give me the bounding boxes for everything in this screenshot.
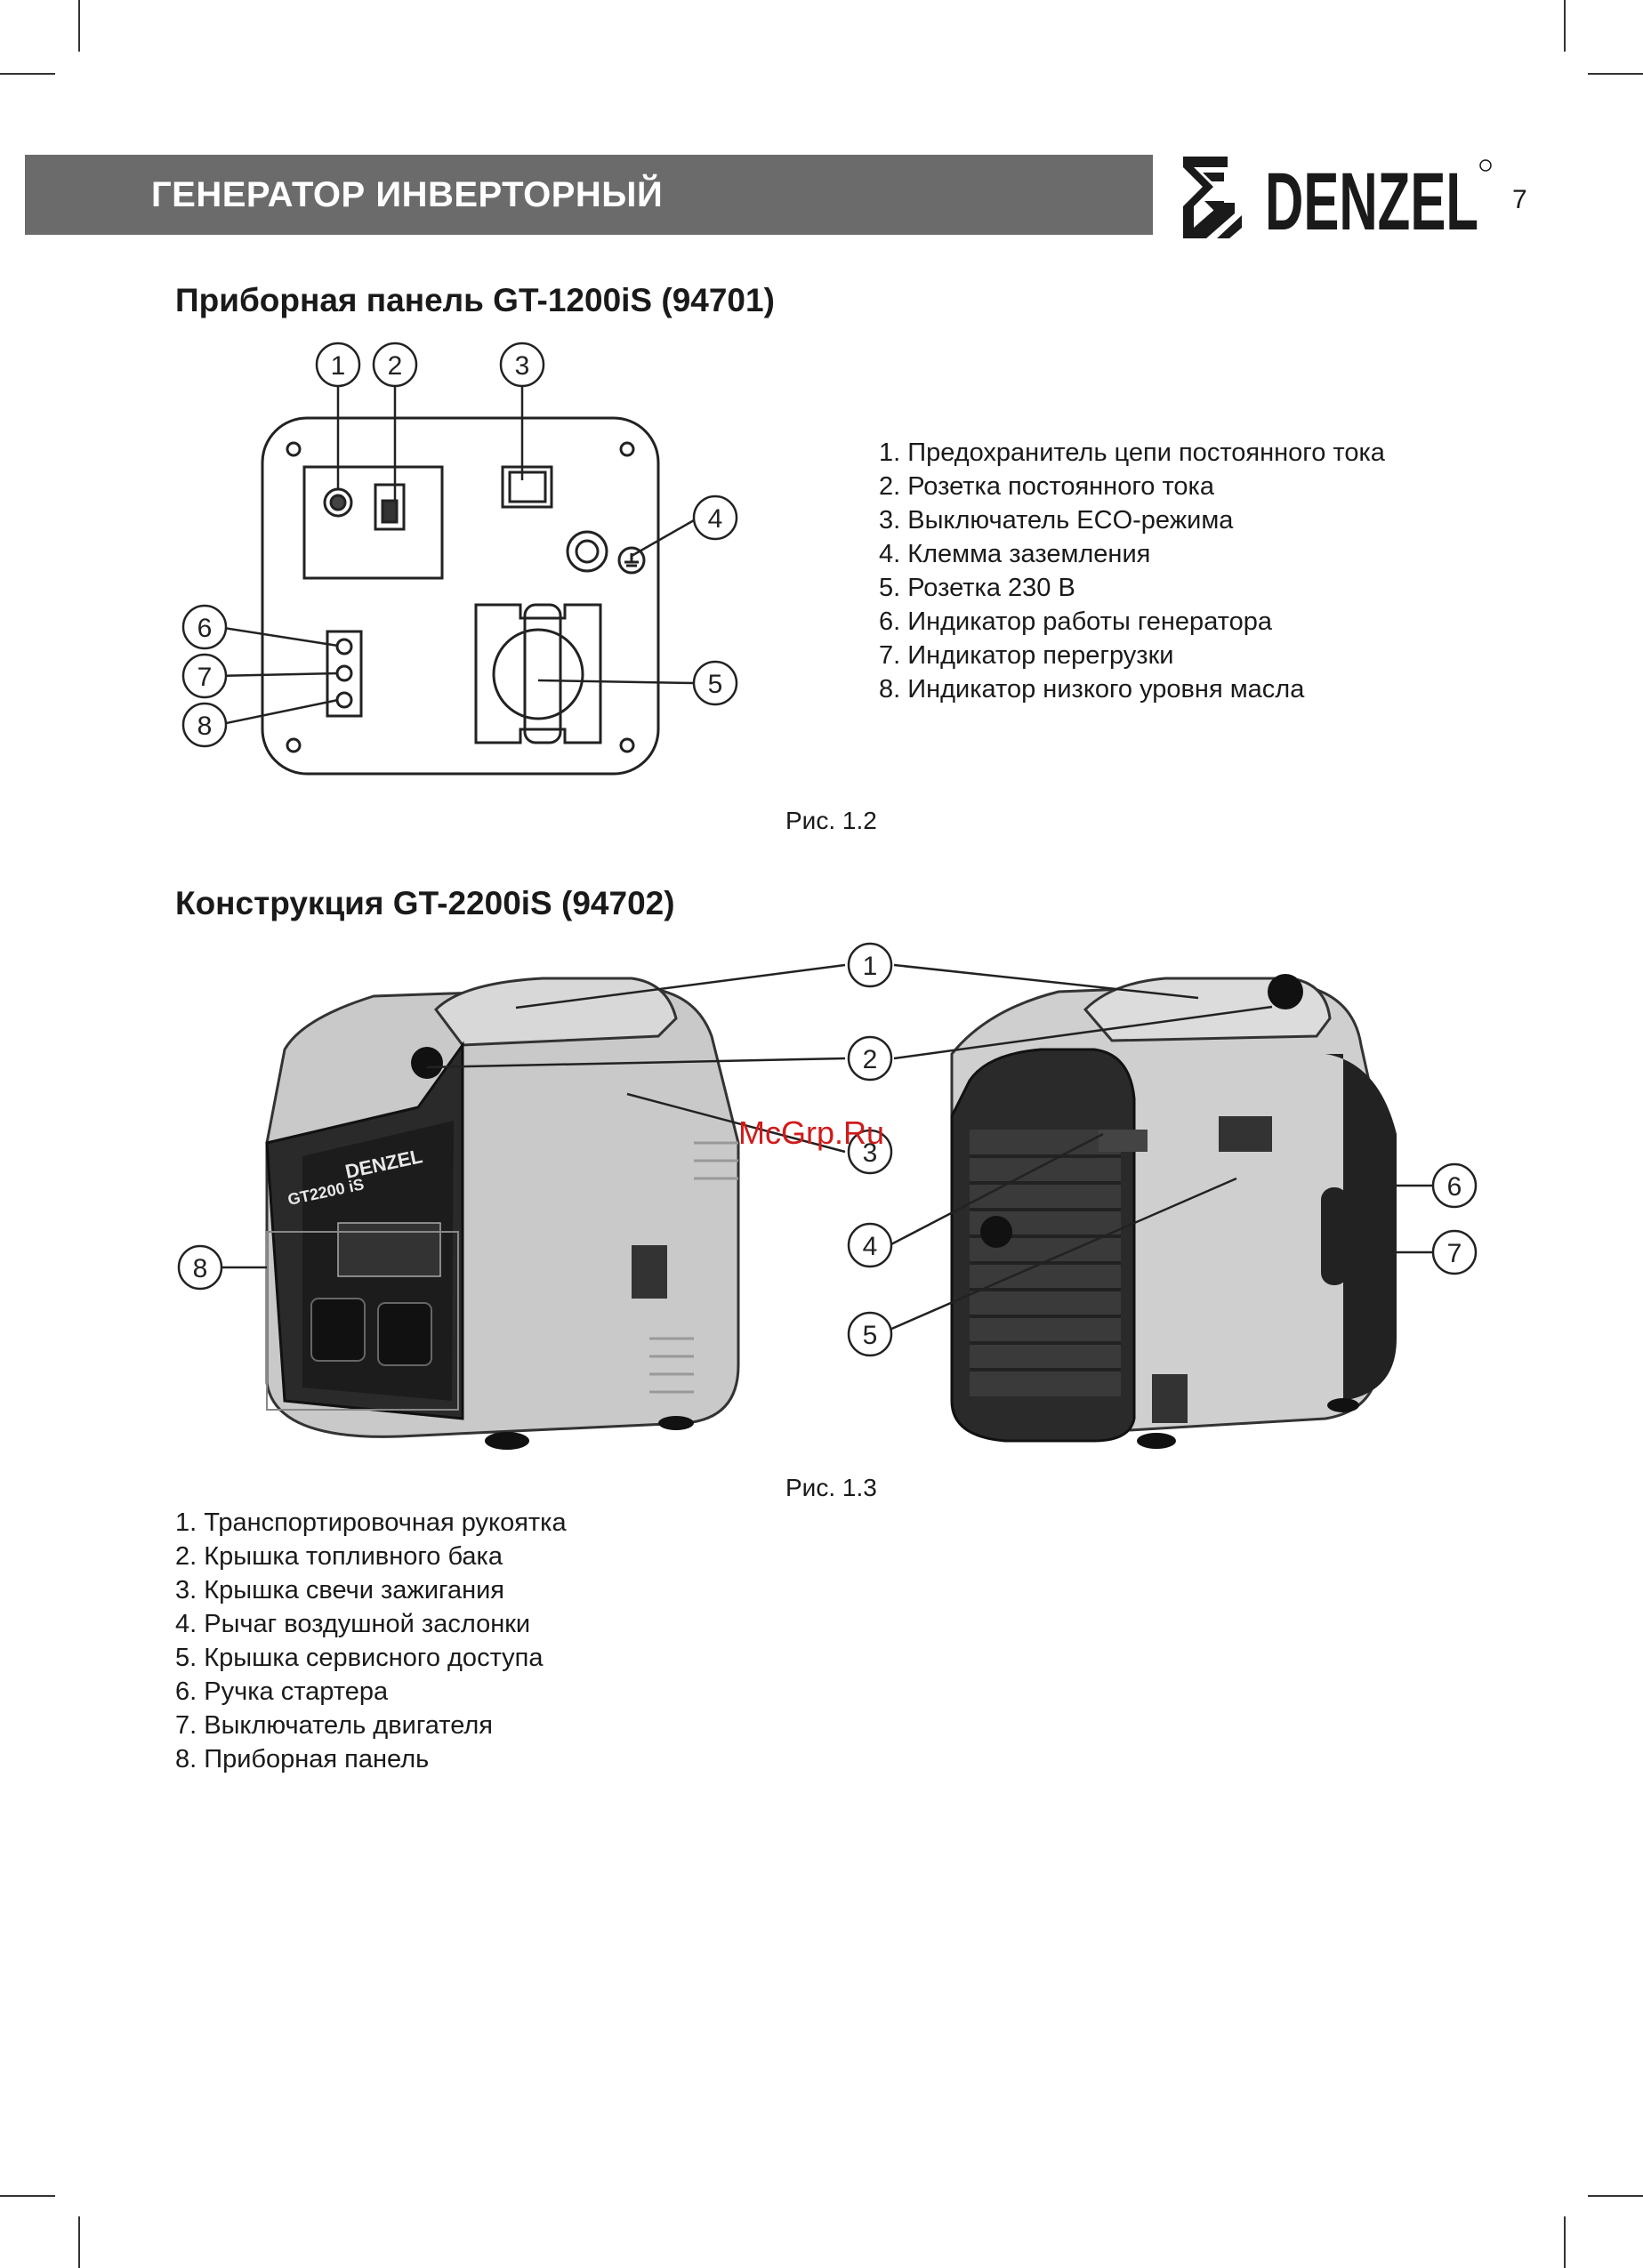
crop-mark [1564, 2216, 1566, 2268]
svg-text:4: 4 [863, 1232, 878, 1261]
svg-text:1: 1 [331, 351, 346, 381]
callout-8 [181, 702, 228, 748]
callout-6 [181, 604, 228, 650]
svg-text:1: 1 [863, 952, 878, 981]
panel-legend: 1. Предохранитель цепи постоянного тока … [879, 436, 1385, 706]
callout-2 [847, 1035, 893, 1082]
control-panel-diagram: 1 2 3 4 5 6 7 8 [181, 342, 738, 776]
svg-text:6: 6 [1447, 1172, 1462, 1202]
section-title-construction: Конструкция GT-2200iS (94702) [175, 885, 675, 921]
list-item: 8. Индикатор низкого уровня масла [879, 675, 1305, 704]
generator-diagram: DENZEL GT2200 iS [177, 942, 1478, 1450]
svg-text:8: 8 [197, 712, 213, 741]
list-item: 1. Предохранитель цепи постоянного тока [879, 438, 1385, 467]
callout-5 [847, 1311, 893, 1357]
header-banner [25, 155, 1153, 235]
page-number: 7 [1512, 185, 1527, 214]
crop-mark [1588, 73, 1643, 75]
list-item: 6. Индикатор работы генератора [879, 607, 1273, 636]
svg-text:3: 3 [863, 1138, 878, 1168]
callout-5 [692, 660, 738, 706]
watermark: McGrp.Ru [738, 1114, 885, 1151]
callout-1 [315, 342, 361, 388]
svg-text:7: 7 [1447, 1239, 1462, 1268]
list-item: 1. Транспортировочная рукоятка [175, 1508, 567, 1537]
section-title-control-panel: Приборная панель GT-1200iS (94701) [175, 282, 775, 318]
list-item: 3. Крышка свечи зажигания [175, 1576, 505, 1604]
callout-7 [1431, 1229, 1478, 1275]
callout-3 [499, 342, 545, 388]
callout-circles: 1 2 3 4 5 6 7 8 [177, 942, 1478, 1357]
crop-mark [1588, 2195, 1643, 2197]
list-item: 4. Рычаг воздушной заслонки [175, 1610, 531, 1638]
callout-3 [847, 1129, 893, 1175]
ground-terminal [566, 530, 608, 573]
callout-4 [847, 1222, 893, 1268]
list-item: 2. Крышка топливного бака [175, 1542, 503, 1571]
figure-caption-1-3: Рис. 1.3 [785, 1474, 877, 1501]
list-item: 7. Индикатор перегрузки [879, 641, 1174, 670]
callout-circles: 1 2 3 4 5 6 7 8 [181, 342, 738, 748]
figure-caption-1-2: Рис. 1.2 [785, 807, 877, 834]
list-item: 3. Выключатель ECO-режима [879, 506, 1234, 535]
list-item: 6. Ручка стартера [175, 1677, 389, 1706]
svg-text:2: 2 [863, 1045, 878, 1074]
svg-text:7: 7 [197, 663, 213, 692]
svg-text:DENZEL: DENZEL [1265, 157, 1478, 242]
socket-230v [474, 603, 602, 744]
denzel-logo: DENZEL [1183, 157, 1492, 242]
callout-4 [692, 495, 738, 541]
crop-mark [1564, 0, 1566, 52]
logo-emblem-icon [1183, 157, 1242, 238]
svg-text:3: 3 [515, 351, 530, 381]
crop-mark [78, 0, 80, 52]
dc-block [302, 465, 444, 580]
crop-mark [78, 2216, 80, 2268]
svg-text:4: 4 [708, 504, 723, 534]
construction-legend: 1. Транспортировочная рукоятка 2. Крышка… [175, 1506, 567, 1776]
svg-text:5: 5 [863, 1321, 878, 1350]
svg-text:8: 8 [193, 1254, 208, 1283]
list-item: 5. Крышка сервисного доступа [175, 1644, 544, 1672]
generator-back-view [950, 974, 1397, 1449]
svg-text:5: 5 [708, 670, 723, 699]
crop-mark [0, 73, 55, 75]
callout-6 [1431, 1162, 1478, 1209]
generator-front-view: DENZEL GT2200 iS [265, 977, 740, 1450]
page-title: ГЕНЕРАТОР ИНВЕРТОРНЫЙ [151, 175, 664, 214]
list-item: 8. Приборная панель [175, 1745, 430, 1773]
panel-outline [261, 416, 660, 776]
svg-text:2: 2 [388, 351, 403, 381]
callout-1 [847, 942, 893, 988]
svg-text:6: 6 [197, 614, 213, 643]
list-item: 5. Розетка 230 В [879, 574, 1075, 602]
callout-2 [372, 342, 418, 388]
list-item: 2. Розетка постоянного тока [879, 472, 1214, 501]
list-item: 4. Клемма заземления [879, 540, 1151, 568]
list-item: 7. Выключатель двигателя [175, 1711, 493, 1740]
callout-8 [177, 1244, 223, 1291]
callout-7 [181, 653, 228, 699]
crop-mark [0, 2195, 55, 2197]
eco-switch [501, 465, 553, 509]
